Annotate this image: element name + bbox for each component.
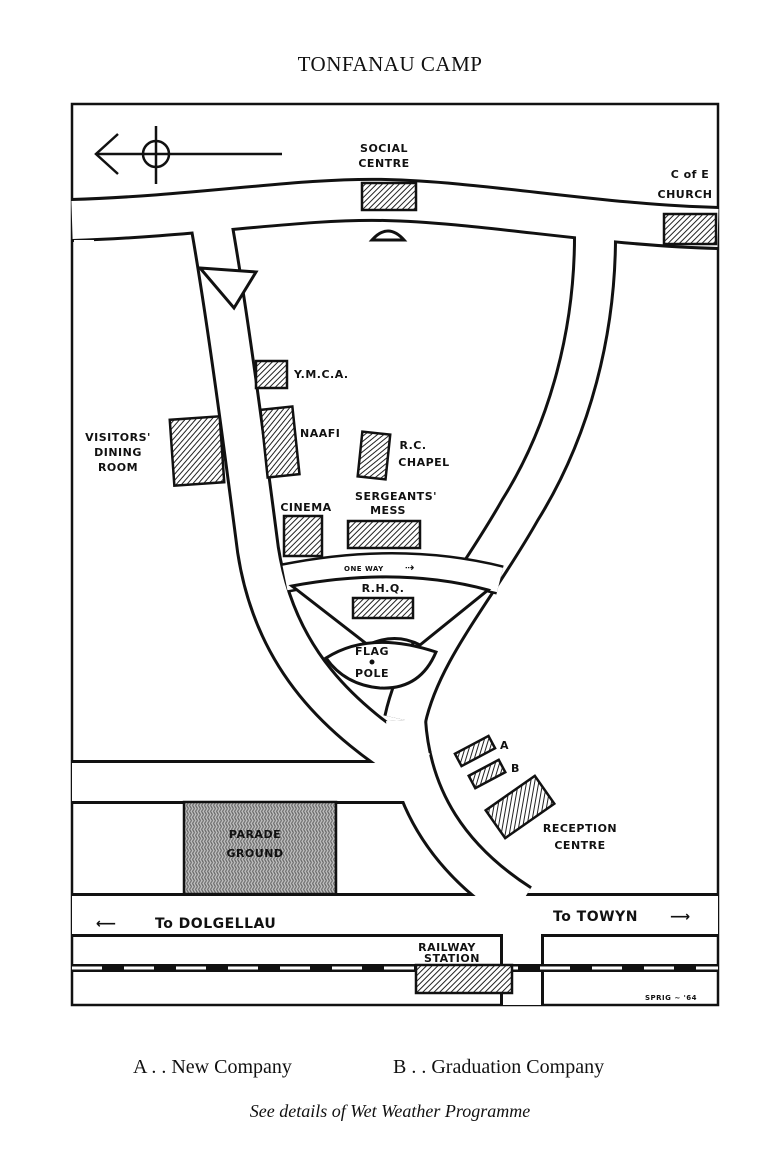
one-way-arrow-icon: ⇢ — [405, 561, 415, 574]
legend-a: A . . New Company — [133, 1056, 292, 1078]
legend-b: B . . Graduation Company — [393, 1056, 605, 1078]
social-centre-label-2: CENTRE — [358, 157, 409, 170]
map-title: TONFANAU CAMP — [297, 52, 483, 76]
church-building — [662, 212, 718, 246]
church-label-2: CHURCH — [658, 188, 713, 201]
to-towyn-arrow-icon: ⟶ — [670, 909, 691, 925]
flag-pole-enclosure — [323, 640, 439, 690]
to-towyn-label: To TOWYN — [553, 909, 638, 925]
reception-label-2: CENTRE — [554, 839, 605, 852]
company-a-label: A — [500, 739, 509, 752]
north-arrow-icon — [94, 126, 282, 184]
one-way-label: ONE WAY — [344, 565, 384, 573]
reception-label: RECEPTION — [543, 822, 617, 835]
church-label: C of E — [671, 168, 710, 181]
visitors-label-2: DINING — [94, 446, 142, 459]
flag-pole-label: FLAG — [355, 645, 389, 658]
rhq-building — [351, 596, 415, 620]
parade-ground — [182, 800, 338, 896]
parade-label-2: GROUND — [226, 847, 283, 860]
visitors-dining-building — [168, 415, 226, 487]
sergeants-label-2: MESS — [370, 504, 406, 517]
cinema-building — [282, 514, 324, 558]
social-centre-building — [360, 181, 418, 212]
rhq-label: R.H.Q. — [362, 582, 405, 595]
sergeants-label: SERGEANTS' — [355, 490, 437, 503]
company-b-label: B — [511, 762, 520, 775]
ymca-label: Y.M.C.A. — [293, 368, 349, 381]
parade-label: PARADE — [229, 828, 281, 841]
visitors-label-3: ROOM — [98, 461, 138, 474]
ymca-building — [254, 359, 289, 390]
railway-label-2: STATION — [424, 952, 480, 965]
company-a-building — [453, 734, 497, 768]
railway-station-building — [414, 963, 514, 995]
traffic-island — [368, 229, 408, 242]
visitors-label: VISITORS' — [85, 431, 151, 444]
rc-chapel-label: R.C. — [399, 439, 426, 452]
rc-chapel-label-2: CHAPEL — [398, 456, 449, 469]
to-dolgellau-arrow-icon: ⟵ — [96, 916, 117, 932]
flag-pole-marker — [369, 659, 375, 665]
traffic-island — [196, 266, 259, 311]
rc-chapel-building — [356, 430, 392, 481]
cinema-label: CINEMA — [280, 501, 331, 514]
railway-label: RAILWAY — [418, 941, 476, 954]
social-centre-label: SOCIAL — [360, 142, 408, 155]
naafi-label: NAAFI — [300, 427, 340, 440]
to-dolgellau-label: To DOLGELLAU — [155, 916, 276, 932]
company-b-building — [467, 758, 507, 790]
artist-signature: SPRIG ~ '64 — [645, 994, 697, 1002]
reception-centre-building — [483, 774, 557, 840]
naafi-building — [259, 405, 301, 479]
sergeants-mess-building — [346, 519, 422, 550]
flag-pole-label-2: POLE — [355, 667, 389, 680]
wet-weather-note: See details of Wet Weather Programme — [249, 1101, 531, 1121]
